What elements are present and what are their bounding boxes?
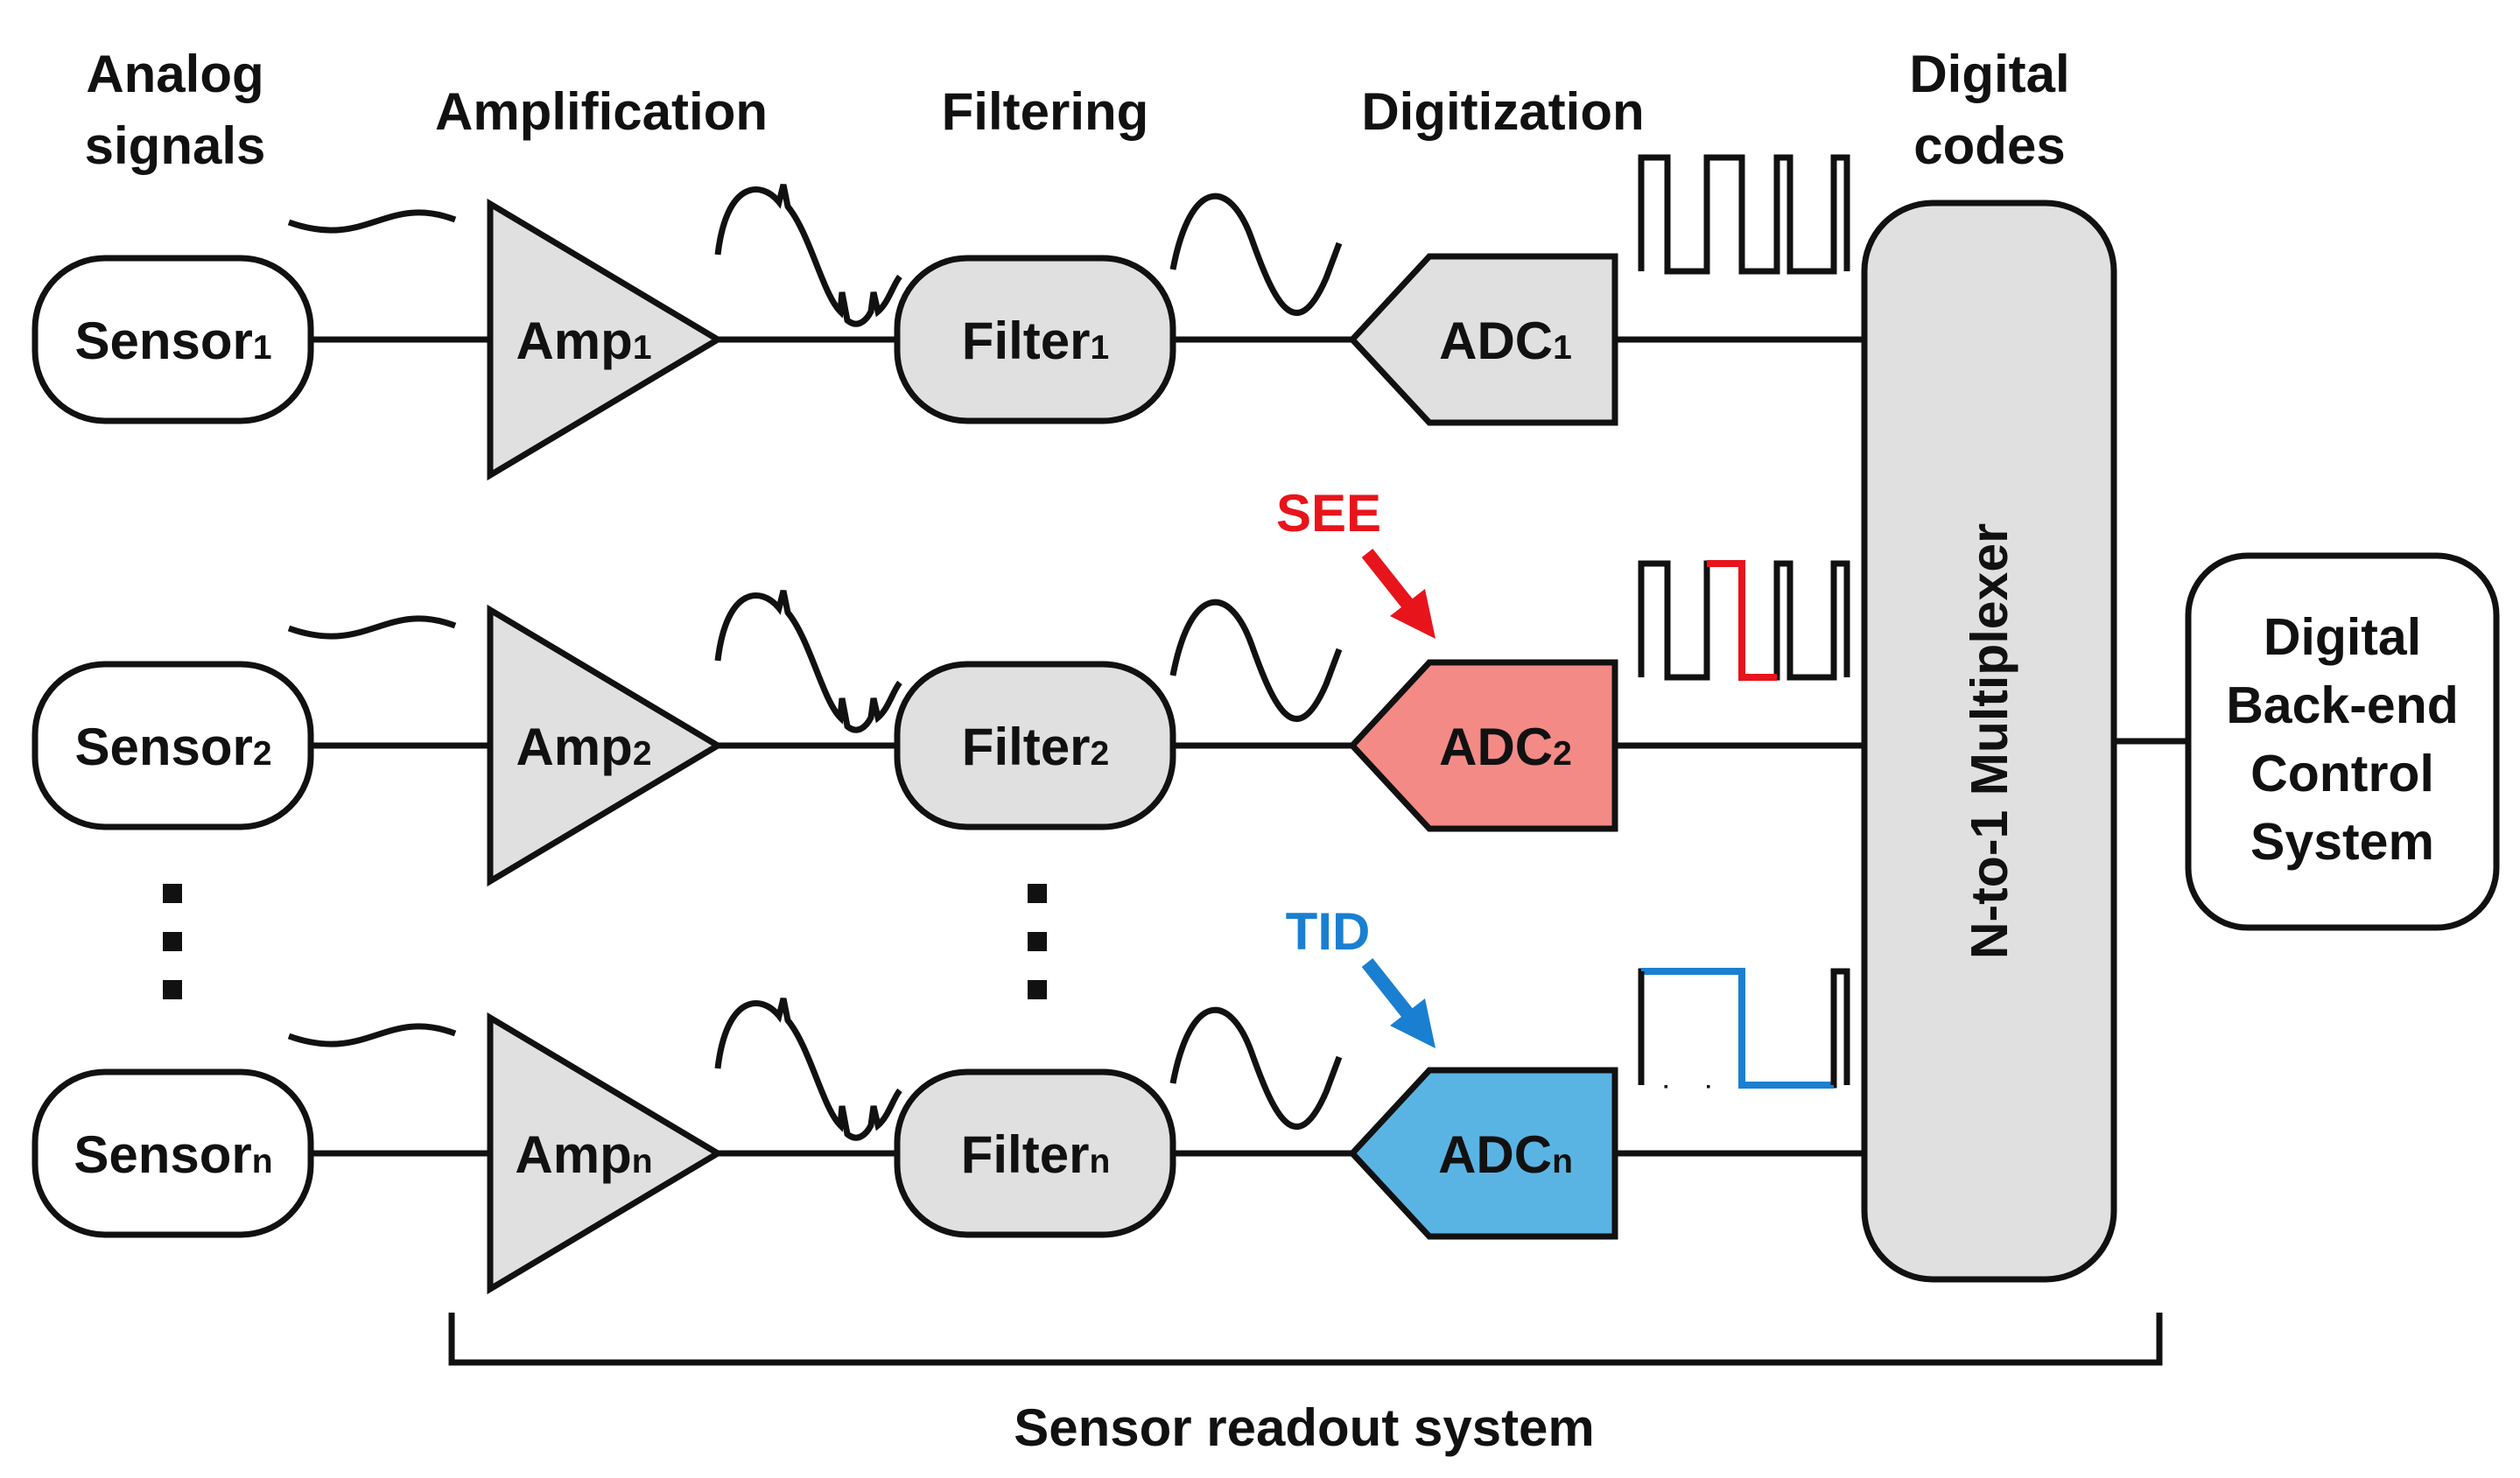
amplified-noisy-wave [714,184,902,327]
backend-line2: Back-end [2226,676,2459,734]
see-arrow-icon [1361,549,1435,639]
filter-label-main: Filter [961,1125,1090,1184]
filtered-smooth-wave [1169,1006,1343,1130]
amp-label: Amp1 [516,312,651,370]
amplifier-triangle [487,198,724,481]
header-digital-line1: Digital [1909,45,2069,103]
filter-label: Filter2 [962,718,1109,776]
analog-signal-wave [287,1023,457,1047]
filter-block [894,255,1176,424]
amp-label: Amp2 [516,718,651,776]
sensor-label: Sensor1 [74,312,271,370]
adc-label-subscript: n [1552,1143,1573,1180]
backend-block [2185,552,2500,931]
amp-label-main: Amp [516,312,632,370]
filtered-smooth-wave [1169,599,1343,722]
adc-label-main: ADC [1439,718,1553,776]
sensor-label-subscript: 2 [253,735,272,773]
adc-block [1348,1067,1618,1240]
backend-line1: Digital [2264,608,2421,666]
sensor-block [32,1068,314,1238]
amplified-noisy-wave [714,998,902,1141]
filter-label-subscript: 2 [1091,735,1110,773]
filter-label: Filtern [961,1125,1111,1184]
sensor-label-main: Sensor [74,1125,251,1184]
tid-code-edges [1638,968,1850,1085]
ellipsis-dots-sensors [163,884,182,999]
header-digitization: Digitization [1361,82,1644,141]
amp-label-subscript: n [632,1143,653,1180]
sensor-label-main: Sensor [74,718,252,776]
sensor-block [32,661,314,830]
amplifier-triangle [487,604,724,887]
sensor-label: Sensorn [74,1125,272,1184]
adc-label: ADCn [1438,1125,1573,1184]
amp-label-main: Amp [516,718,632,776]
filter-block [894,1068,1176,1238]
sensor-label-subscript: 1 [253,329,272,367]
sensor-label: Sensor2 [74,718,271,776]
filter-label: Filter1 [962,312,1109,370]
multiplexer-label: N-to-1 Multiplexer [1961,523,2018,959]
tid-mask [1662,966,1795,1090]
filtered-smooth-wave [1169,193,1343,316]
backend-line4: System [2250,813,2434,871]
filter-label-main: Filter [962,312,1091,370]
sensor-block [32,255,314,424]
adc-label: ADC2 [1439,718,1572,776]
header-amplification: Amplification [435,82,768,141]
adc-label-subscript: 2 [1553,735,1572,773]
tid-arrow-icon [1361,958,1435,1048]
backend-line3: Control [2250,745,2434,802]
header-filtering: Filtering [942,82,1149,141]
sensor-label-subscript: n [252,1143,273,1180]
amp-label: Ampn [515,1125,652,1184]
adc-label-main: ADC [1438,1125,1552,1184]
filter-label-subscript: 1 [1091,329,1110,367]
adc-block [1348,659,1618,832]
tid-degraded-code-segment [1641,968,1834,1089]
amp-label-subscript: 1 [633,329,652,367]
header-analog-line1: Analog [86,45,263,103]
filter-block [894,661,1176,830]
adc-label-subscript: 1 [1553,329,1572,367]
filter-label-main: Filter [962,718,1091,776]
see-corrupted-code-segment [1707,560,1777,681]
ellipsis-dots-filters [1028,884,1047,999]
header-digital-line2: codes [1913,116,2065,175]
sensor-label-main: Sensor [74,312,252,370]
analog-signal-wave [287,615,457,640]
amplifier-triangle [487,1012,724,1295]
analog-signal-wave [287,209,457,234]
adc-label-main: ADC [1439,312,1553,370]
readout-bracket [448,1313,2163,1366]
tid-label: TID [1286,902,1371,961]
adc-label: ADC1 [1439,312,1572,370]
amp-label-main: Amp [515,1125,631,1184]
see-label: SEE [1276,484,1381,543]
amp-label-subscript: 2 [633,735,652,773]
bracket-label: Sensor readout system [1014,1398,1595,1457]
digital-code-wave [1638,154,1850,275]
adc-block [1348,253,1618,426]
filter-label-subscript: n [1089,1143,1110,1180]
amplified-noisy-wave [714,590,902,733]
header-analog-line2: signals [85,116,266,175]
